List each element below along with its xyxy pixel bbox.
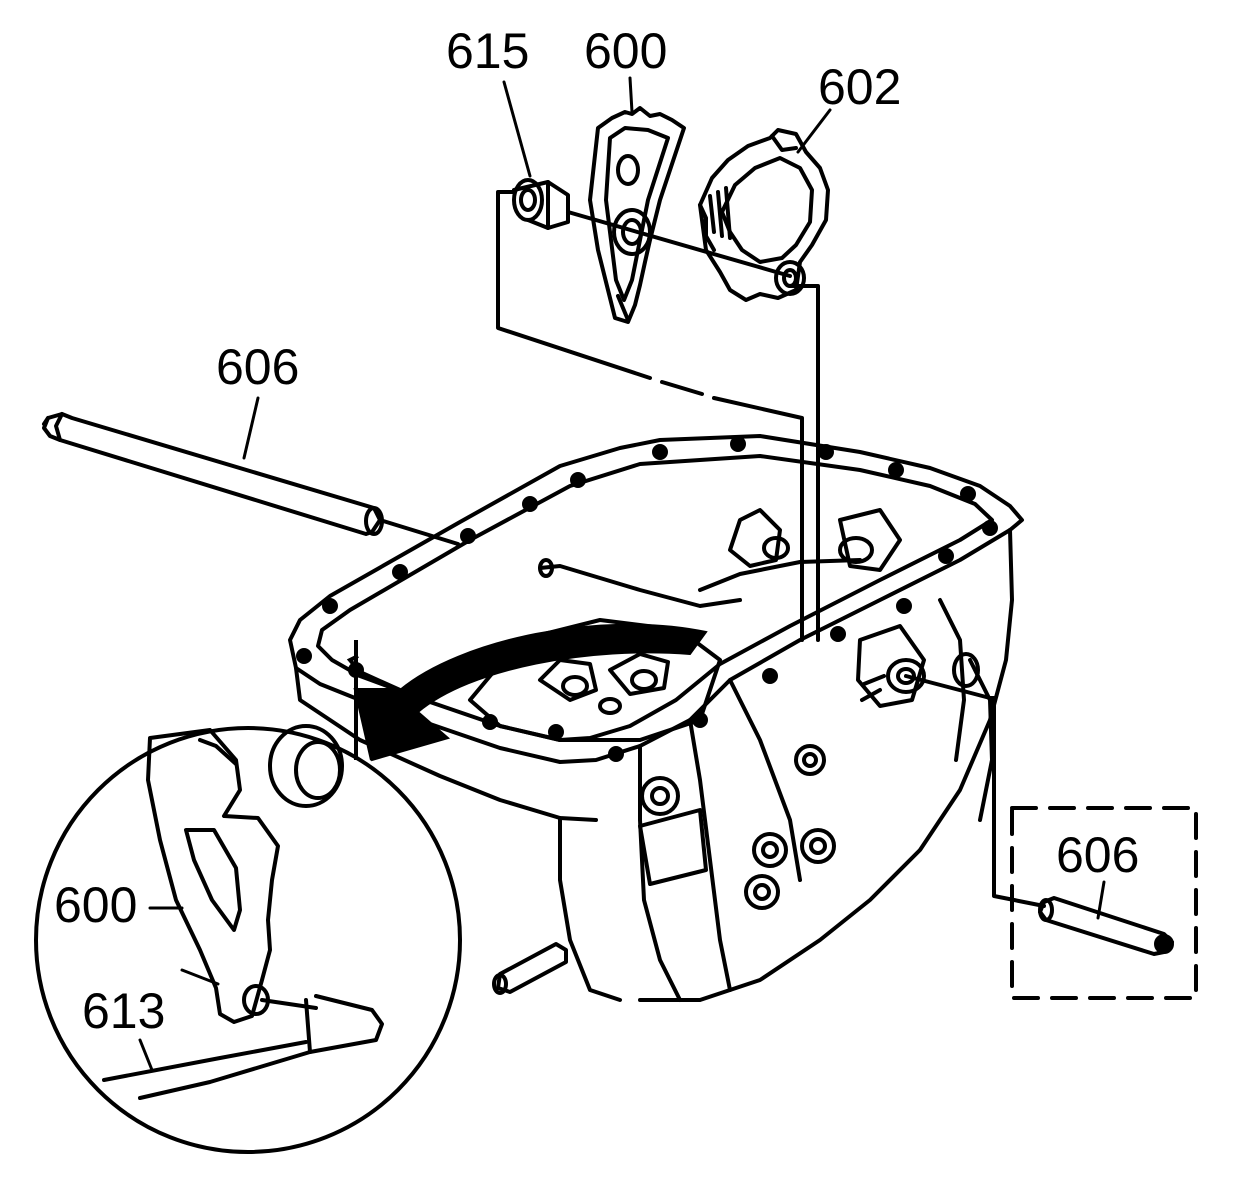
- leader-lines: [138, 76, 1106, 1072]
- transmission-case-part: [288, 434, 1046, 1002]
- bushing-615-part: [512, 178, 570, 230]
- callout-600-detail: 600: [54, 877, 138, 933]
- detail-magnifier-circle: [34, 724, 462, 1154]
- detent-lever-600-part: [588, 106, 686, 324]
- callout-606-left: 606: [216, 339, 300, 395]
- assembly-guide-lines: [496, 190, 820, 642]
- curved-arrow-icon: [346, 623, 708, 762]
- manual-shaft-606-right-part: [1010, 806, 1198, 1000]
- callout-602: 602: [818, 59, 902, 115]
- manual-shaft-606-left-part: [42, 412, 460, 546]
- callout-613: 613: [82, 983, 166, 1039]
- position-switch-602-part: [698, 128, 830, 302]
- callout-615: 615: [446, 23, 530, 79]
- callout-600-top: 600: [584, 23, 668, 79]
- callout-606-right: 606: [1056, 827, 1140, 883]
